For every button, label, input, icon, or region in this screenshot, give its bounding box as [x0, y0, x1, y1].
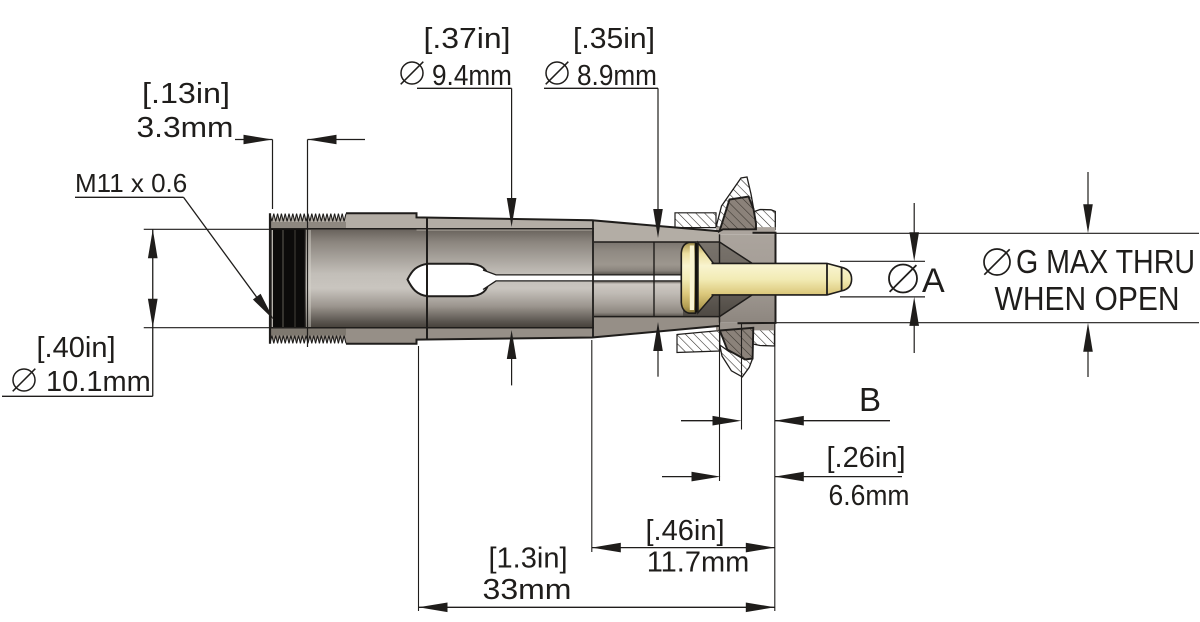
svg-text:10.1mm: 10.1mm [46, 366, 151, 398]
svg-text:[1.3in]: [1.3in] [489, 543, 568, 575]
svg-text:33mm: 33mm [483, 574, 572, 606]
svg-text:3.3mm: 3.3mm [137, 112, 234, 144]
svg-text:11.7mm: 11.7mm [647, 547, 750, 579]
svg-text:8.9mm: 8.9mm [577, 60, 657, 92]
svg-text:B: B [859, 381, 881, 418]
svg-text:[.35in]: [.35in] [573, 23, 655, 55]
svg-text:WHEN OPEN: WHEN OPEN [995, 280, 1180, 317]
svg-text:9.4mm: 9.4mm [432, 60, 512, 92]
svg-text:[.37in]: [.37in] [424, 23, 511, 55]
svg-text:G MAX THRU: G MAX THRU [1016, 243, 1195, 280]
svg-text:[.26in]: [.26in] [827, 442, 906, 474]
svg-text:M11 x 0.6: M11 x 0.6 [75, 168, 187, 198]
svg-text:[.46in]: [.46in] [646, 515, 725, 547]
svg-text:6.6mm: 6.6mm [829, 480, 910, 512]
svg-text:[.13in]: [.13in] [142, 78, 230, 110]
svg-text:A: A [922, 262, 945, 300]
svg-text:[.40in]: [.40in] [37, 332, 116, 364]
